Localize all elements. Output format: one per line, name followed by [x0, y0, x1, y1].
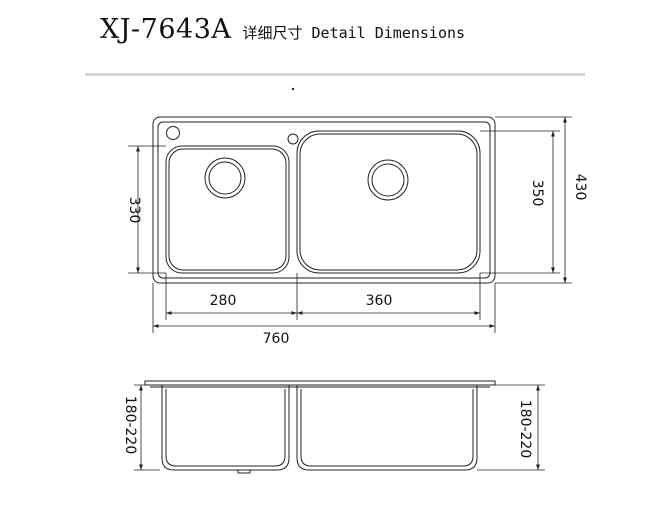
sink-outer-rim	[152, 116, 496, 284]
label-right-bowl-depth: 350	[529, 180, 545, 207]
dim-line-330	[128, 145, 166, 274]
side-right-bowl-inner	[300, 389, 474, 467]
left-drain	[204, 157, 246, 199]
center-mark	[291, 87, 295, 91]
side-left-drain	[237, 470, 251, 474]
label-left-bowl-depth: 330	[126, 197, 142, 224]
label-overall-width: 760	[263, 331, 290, 347]
side-right-bowl	[296, 385, 478, 471]
top-view	[152, 87, 496, 284]
label-left-bowl-height: 180-220	[122, 396, 138, 455]
title-divider	[85, 73, 585, 76]
dim-line-350	[480, 130, 560, 274]
label-right-bowl-width: 360	[366, 293, 393, 309]
dim-line-760	[152, 283, 496, 333]
label-overall-depth: 430	[572, 174, 588, 201]
right-drain	[367, 159, 409, 201]
dim-line-280-360	[165, 273, 481, 320]
dim-line-right-height	[477, 384, 545, 471]
right-bowl	[296, 130, 481, 274]
label-right-bowl-height: 180-220	[517, 400, 533, 459]
model-number: XJ-7643A	[100, 14, 232, 45]
dim-line-430	[495, 116, 572, 284]
dim-line-left-height	[134, 384, 160, 471]
side-flange	[144, 380, 496, 386]
side-left-bowl-inner	[165, 389, 286, 467]
side-left-bowl	[161, 385, 290, 471]
left-bowl	[165, 145, 290, 274]
faucet-hole	[166, 126, 180, 140]
side-view	[144, 380, 496, 474]
label-left-bowl-width: 280	[210, 293, 237, 309]
title-subtitle: 详细尺寸 Detail Dimensions	[242, 24, 466, 42]
sink-inner-rim	[157, 121, 491, 279]
accessory-hole	[287, 133, 299, 145]
diagram-title: XJ-7643A 详细尺寸 Detail Dimensions	[100, 14, 465, 45]
